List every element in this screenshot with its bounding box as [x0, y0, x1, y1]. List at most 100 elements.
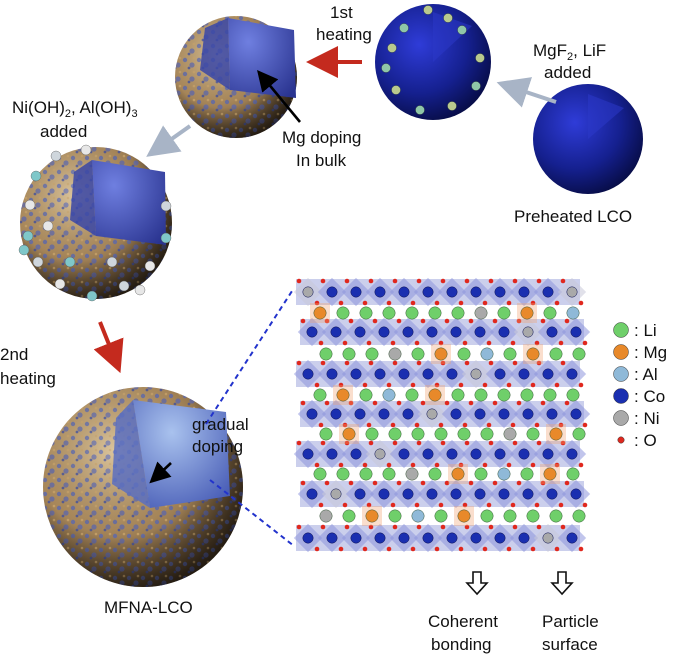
- o-atom: [511, 503, 516, 508]
- o-atom: [387, 383, 392, 388]
- co-atom: [495, 287, 505, 297]
- co-atom: [355, 327, 365, 337]
- li-atom: [366, 428, 378, 440]
- co-atom: [303, 533, 313, 543]
- li-atom: [452, 307, 464, 319]
- co-atom: [451, 489, 461, 499]
- li-atom: [389, 510, 401, 522]
- o-atom: [507, 383, 512, 388]
- particle-dot: [392, 86, 401, 95]
- o-atom: [321, 441, 326, 446]
- particle-dot: [444, 14, 453, 23]
- o-atom: [393, 525, 398, 530]
- o-atom: [489, 441, 494, 446]
- o-atom: [369, 279, 374, 284]
- co-atom: [403, 489, 413, 499]
- li-atom: [573, 428, 585, 440]
- ni-atom: [389, 348, 401, 360]
- o-atom: [537, 525, 542, 530]
- label-surface: surface: [542, 635, 598, 654]
- o-atom: [513, 525, 518, 530]
- co-atom: [471, 449, 481, 459]
- arrow-particle-surface: [552, 572, 572, 594]
- particle-dot: [107, 257, 117, 267]
- co-atom: [423, 533, 433, 543]
- o-atom: [511, 423, 516, 428]
- o-atom: [297, 279, 302, 284]
- co-atom: [567, 533, 577, 543]
- co-atom: [571, 409, 581, 419]
- co-atom: [379, 409, 389, 419]
- li-atom: [544, 389, 556, 401]
- particle-dot: [81, 145, 91, 155]
- o-atom: [345, 361, 350, 366]
- co-atom: [475, 327, 485, 337]
- o-atom: [301, 319, 306, 324]
- o-atom: [325, 481, 330, 486]
- al-atom: [567, 307, 579, 319]
- o-atom: [535, 423, 540, 428]
- label-added-2: added: [40, 122, 87, 141]
- o-atom: [489, 279, 494, 284]
- o-atom: [507, 547, 512, 552]
- o-atom: [321, 279, 326, 284]
- o-atom: [459, 301, 464, 306]
- particle-dot: [388, 44, 397, 53]
- o-atom: [459, 383, 464, 388]
- li-atom: [550, 348, 562, 360]
- o-atom: [367, 423, 372, 428]
- coated-sphere: [375, 4, 491, 120]
- o-atom: [439, 423, 444, 428]
- li-atom: [573, 348, 585, 360]
- o-atom: [415, 503, 420, 508]
- zoom-line-top: [206, 288, 294, 424]
- li-atom: [567, 389, 579, 401]
- legend-swatch-co: [614, 389, 629, 404]
- legend-label-li: : Li: [634, 321, 657, 340]
- co-atom: [355, 489, 365, 499]
- co-atom: [423, 369, 433, 379]
- o-atom: [325, 401, 330, 406]
- co-atom: [423, 287, 433, 297]
- o-atom: [417, 525, 422, 530]
- particle-dot: [135, 285, 145, 295]
- co-atom: [499, 409, 509, 419]
- mg-atom: [366, 510, 378, 522]
- co-atom: [307, 489, 317, 499]
- o-atom: [487, 503, 492, 508]
- o-atom: [559, 503, 564, 508]
- li-atom: [452, 389, 464, 401]
- o-atom: [441, 441, 446, 446]
- o-atom: [441, 279, 446, 284]
- o-atom: [435, 301, 440, 306]
- legend-label-ni: : Ni: [634, 409, 660, 428]
- o-atom: [561, 279, 566, 284]
- co-atom: [543, 369, 553, 379]
- label-in-bulk: In bulk: [296, 151, 347, 170]
- o-atom: [561, 361, 566, 366]
- label-preheated-lco: Preheated LCO: [514, 207, 632, 226]
- li-atom: [429, 307, 441, 319]
- li-atom: [360, 307, 372, 319]
- o-atom: [459, 547, 464, 552]
- legend-swatch-o: [618, 437, 624, 443]
- o-atom: [483, 547, 488, 552]
- mg-doped-sphere: [175, 16, 297, 138]
- o-atom: [415, 423, 420, 428]
- co-atom: [543, 449, 553, 459]
- particle-dot: [25, 200, 35, 210]
- particle-dot: [65, 257, 75, 267]
- legend-swatch-mg: [614, 345, 629, 360]
- li-atom: [412, 348, 424, 360]
- o-atom: [559, 341, 564, 346]
- ni-al-coated-sphere: [19, 145, 172, 301]
- o-atom: [579, 383, 584, 388]
- co-atom: [303, 449, 313, 459]
- ni-atom: [427, 409, 437, 419]
- li-atom: [550, 510, 562, 522]
- co-atom: [327, 449, 337, 459]
- co-atom: [427, 327, 437, 337]
- particle-dot: [476, 54, 485, 63]
- co-atom: [519, 287, 529, 297]
- li-atom: [481, 428, 493, 440]
